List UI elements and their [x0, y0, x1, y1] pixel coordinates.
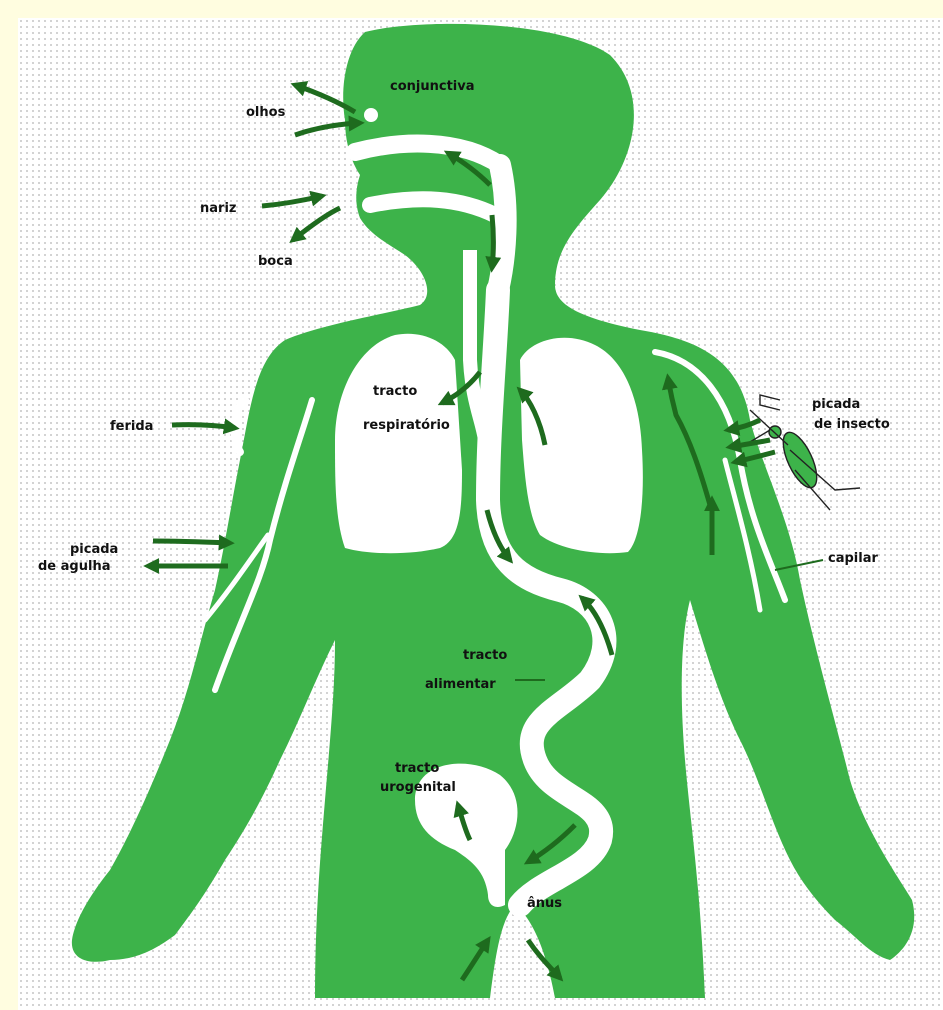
label-boca: boca [258, 254, 293, 269]
label-tracto-uro-2: urogenital [380, 780, 456, 795]
arrow-wound-in [172, 425, 235, 428]
arrow-nose-in [262, 196, 322, 206]
label-tracto-uro-1: tracto [395, 761, 439, 776]
label-picada-insecto-1: picada [812, 397, 860, 412]
label-anus: ânus [527, 896, 562, 911]
label-conjuntiva: conjunctiva [390, 79, 474, 94]
label-tracto-alim-2: alimentar [425, 677, 496, 692]
label-picada-insecto-2: de insecto [814, 417, 890, 432]
label-nariz: nariz [200, 201, 236, 216]
arrow-needle-in [153, 541, 230, 543]
conjunctiva-eye [364, 108, 378, 122]
label-olhos: olhos [246, 105, 286, 120]
label-capilar: capilar [828, 551, 878, 566]
label-tracto-resp-1: tracto [373, 384, 417, 399]
arrow-pharynx-down [492, 215, 494, 268]
label-picada-agulha-1: picada [70, 542, 118, 557]
label-ferida: ferida [110, 419, 153, 434]
label-tracto-alim-1: tracto [463, 648, 507, 663]
label-tracto-resp-2: respiratório [363, 418, 450, 433]
arrow-mouth-out [293, 208, 340, 240]
label-picada-agulha-2: de agulha [38, 559, 110, 574]
pharynx [498, 165, 506, 290]
